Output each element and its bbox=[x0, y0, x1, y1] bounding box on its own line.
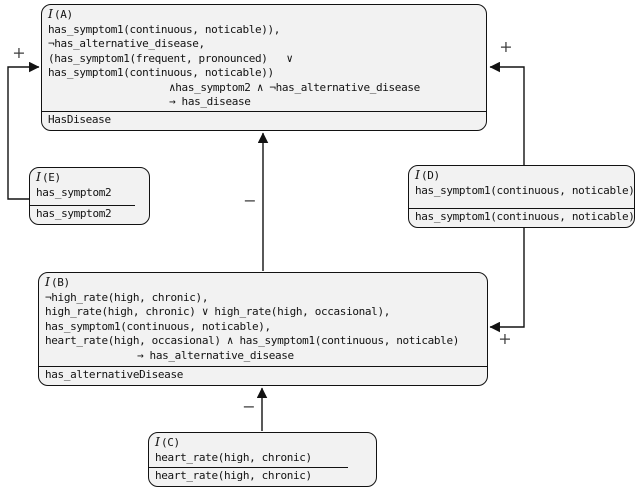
premise-line: heart_rate(high, chronic) bbox=[155, 450, 312, 464]
box-e-header: I(E) bbox=[36, 169, 143, 186]
script-i-glyph: I bbox=[155, 434, 160, 449]
premise-line: ¬has_alternative_disease, bbox=[48, 37, 205, 50]
interpretation-box-a: I(A) has_symptom1(continuous, noticable)… bbox=[41, 4, 487, 131]
inference-rule-line bbox=[149, 466, 348, 468]
box-d-header: I(D) bbox=[415, 167, 628, 184]
edge-label-plus-d-a: + bbox=[499, 37, 513, 56]
box-b-header: I(B) bbox=[45, 274, 481, 291]
conclusion-label: heart_rate(high, chronic) bbox=[155, 468, 312, 482]
script-i-glyph: I bbox=[415, 167, 420, 182]
edge-d-to-b bbox=[489, 227, 525, 333]
premise-line: → has_disease bbox=[169, 95, 251, 108]
script-i-glyph: I bbox=[36, 169, 41, 184]
edge-label-minus-b-a: − bbox=[243, 191, 257, 210]
premise-line: has_symptom1(continuous, noticable), bbox=[45, 319, 271, 333]
inference-rule-line bbox=[39, 365, 487, 367]
edge-label-plus-d-b: + bbox=[498, 329, 512, 348]
premise-line: high_rate(high, chronic) ∨ high_rate(hig… bbox=[45, 305, 390, 318]
box-e-id: (E) bbox=[41, 171, 61, 184]
box-a-header: I(A) bbox=[48, 6, 480, 23]
script-i-glyph: I bbox=[45, 274, 50, 289]
box-b-id: (B) bbox=[50, 276, 70, 289]
premise-line: heart_rate(high, occasional) ∧ has_sympt… bbox=[45, 334, 459, 347]
box-d-id: (D) bbox=[420, 169, 440, 182]
premise-line: (has_symptom1(frequent, pronounced) ∨ bbox=[48, 51, 293, 65]
box-a-id: (A) bbox=[53, 8, 73, 21]
premise-line: has_symptom1(continuous, noticable)), bbox=[48, 22, 281, 36]
interpretation-box-e: I(E) has_symptom2 has_symptom2 bbox=[29, 167, 150, 225]
premise-line: has_symptom2 bbox=[36, 185, 112, 199]
edge-label-minus-c-b: − bbox=[242, 397, 256, 416]
interpretation-box-c: I(C) heart_rate(high, chronic) heart_rat… bbox=[148, 432, 377, 487]
conclusion-label: HasDisease bbox=[48, 112, 111, 126]
premise-line: has_symptom1(continuous, noticable) bbox=[415, 183, 635, 197]
conclusion-label: has_symptom2 bbox=[36, 206, 112, 220]
inference-rule-line bbox=[409, 207, 634, 209]
box-c-header: I(C) bbox=[155, 434, 370, 451]
interpretation-box-d: I(D) has_symptom1(continuous, noticable)… bbox=[408, 165, 635, 228]
conclusion-label: has_alternativeDisease bbox=[45, 367, 183, 381]
conclusion-label: has_symptom1(continuous, noticable) bbox=[415, 209, 635, 223]
inference-rule-line bbox=[42, 110, 486, 112]
interpretation-box-b: I(B) ¬high_rate(high, chronic), high_rat… bbox=[38, 272, 488, 386]
premise-line: ∧has_symptom2 ∧ ¬has_alternative_disease bbox=[169, 80, 420, 94]
box-c-id: (C) bbox=[160, 436, 180, 449]
inference-rule-line bbox=[30, 204, 135, 206]
premise-line: → has_alternative_disease bbox=[137, 348, 294, 362]
edge-d-to-a bbox=[489, 61, 525, 166]
premise-line: ¬high_rate(high, chronic), bbox=[45, 290, 209, 304]
edge-label-plus-e-a: + bbox=[12, 43, 26, 62]
script-i-glyph: I bbox=[48, 6, 53, 21]
premise-line: has_symptom1(continuous, noticable)) bbox=[48, 66, 274, 79]
